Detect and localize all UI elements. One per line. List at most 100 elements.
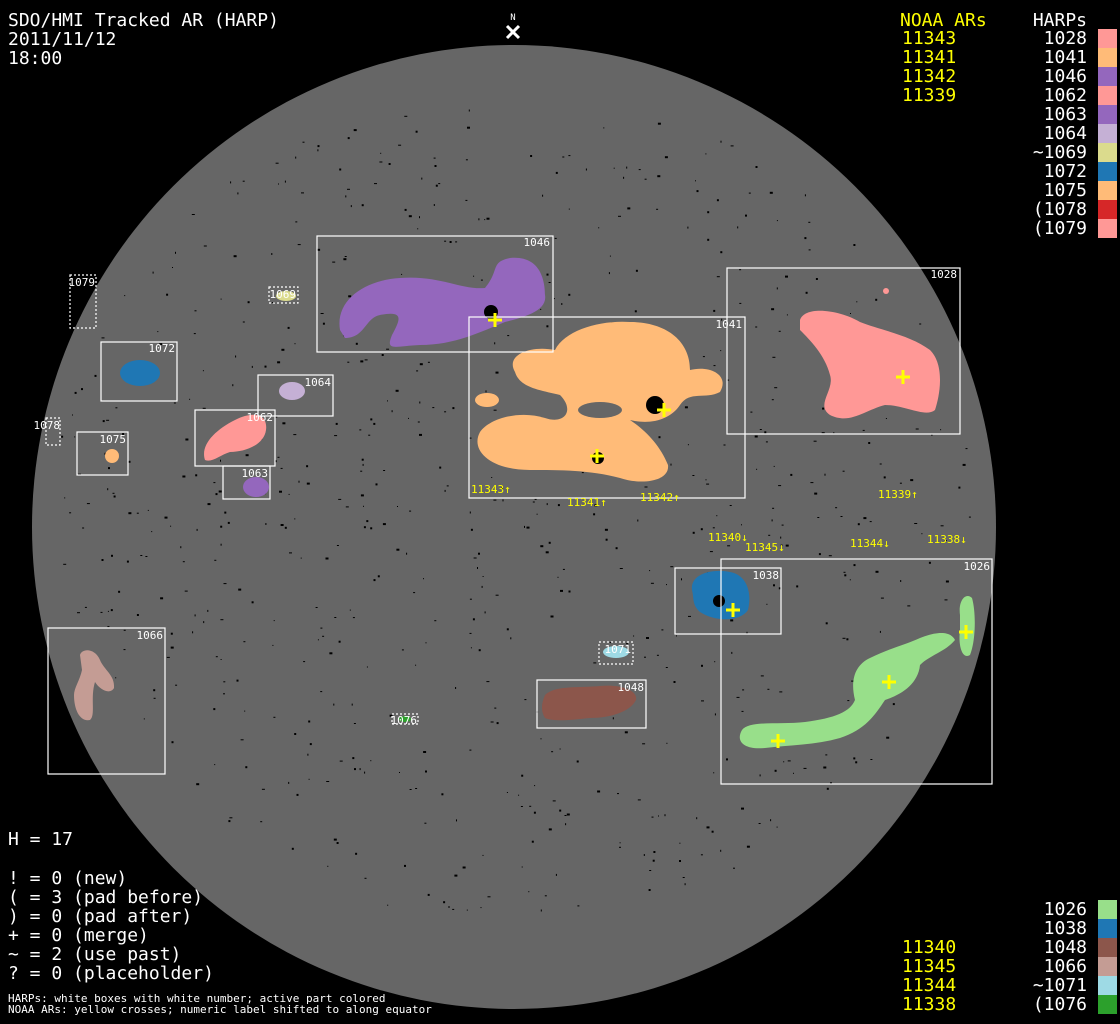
speck	[175, 684, 178, 686]
speck	[727, 545, 731, 547]
speck	[203, 621, 205, 624]
speck	[395, 389, 399, 392]
speck	[128, 460, 131, 463]
noaa-labels: 11343↑ 11341↑ 11342↑ 11339↑ 11340↓ 11345…	[471, 483, 967, 554]
speck	[714, 661, 716, 663]
speck	[233, 255, 237, 258]
speck	[417, 421, 420, 423]
speck	[339, 168, 342, 171]
speck	[695, 180, 696, 182]
speck	[207, 609, 209, 612]
harp-label: 1078	[34, 419, 61, 432]
noaa-label: 11339↑	[878, 488, 918, 501]
speck	[308, 720, 311, 723]
speck	[112, 492, 115, 494]
speck	[355, 852, 358, 855]
speck	[417, 228, 419, 230]
speck	[742, 689, 745, 691]
noaa-label: 11345↓	[745, 541, 785, 554]
speck	[666, 742, 668, 744]
speck	[817, 517, 820, 518]
speck	[480, 907, 482, 909]
speck	[754, 435, 758, 438]
speck	[768, 534, 771, 536]
harp-legend-label: (1078	[1033, 199, 1087, 220]
speck	[294, 343, 296, 345]
sunspot	[713, 595, 725, 607]
speck	[126, 560, 129, 563]
speck	[868, 442, 871, 444]
speck	[958, 486, 961, 489]
speck	[843, 571, 846, 573]
speck	[336, 842, 339, 844]
speck	[202, 407, 206, 409]
speck	[170, 646, 174, 649]
speck	[480, 279, 483, 281]
speck	[773, 465, 775, 467]
harp-legend-label: (1076	[1033, 994, 1087, 1015]
speck	[688, 615, 691, 617]
speck	[277, 456, 280, 458]
speck	[425, 642, 427, 644]
speck	[295, 156, 297, 159]
speck	[546, 273, 549, 276]
speck	[140, 555, 143, 556]
speck	[421, 177, 423, 180]
plot-time: 18:00	[8, 48, 62, 69]
speck	[441, 793, 444, 796]
speck	[136, 512, 139, 514]
speck	[940, 429, 942, 431]
speck	[491, 477, 493, 478]
speck	[723, 444, 726, 446]
speck	[387, 400, 388, 402]
north-pole-icon	[505, 24, 521, 40]
harp-color-swatch	[1098, 938, 1117, 957]
speck	[388, 163, 391, 165]
speck	[597, 790, 601, 793]
speck	[650, 582, 654, 584]
speck	[552, 800, 556, 802]
speck	[770, 819, 772, 822]
speck	[245, 454, 249, 457]
harp-color-swatch	[1098, 900, 1117, 919]
speck	[485, 390, 487, 393]
speck	[733, 867, 735, 869]
speck	[360, 360, 364, 363]
speck	[100, 611, 103, 613]
speck	[637, 799, 641, 801]
speck	[501, 487, 504, 489]
speck	[857, 523, 860, 526]
speck	[333, 838, 337, 841]
speck	[776, 287, 778, 290]
speck	[521, 866, 523, 868]
speck	[921, 533, 923, 535]
speck	[776, 826, 778, 828]
speck	[670, 463, 672, 466]
speck	[557, 504, 560, 507]
speck	[360, 494, 364, 497]
speck	[345, 506, 349, 508]
speck	[810, 482, 814, 484]
speck	[524, 699, 527, 701]
speck	[473, 557, 477, 559]
speck	[352, 617, 355, 619]
speck	[626, 643, 629, 645]
speck	[532, 501, 535, 503]
speck	[415, 130, 418, 133]
speck	[670, 566, 674, 568]
speck	[353, 129, 357, 132]
speck	[424, 822, 427, 824]
speck	[345, 195, 347, 198]
speck	[568, 293, 571, 296]
harp-box-1048	[536, 679, 647, 729]
speck	[478, 218, 480, 221]
speck	[880, 597, 884, 599]
harp-label: 1064	[305, 376, 332, 389]
speck	[785, 544, 789, 547]
speck	[128, 512, 132, 515]
legend-bottom: 1026103810481066~1071(107611340113451134…	[902, 899, 1117, 1015]
noaa-cross-icon	[657, 403, 671, 417]
speck	[493, 499, 497, 501]
harp-color-swatch	[1098, 219, 1117, 238]
